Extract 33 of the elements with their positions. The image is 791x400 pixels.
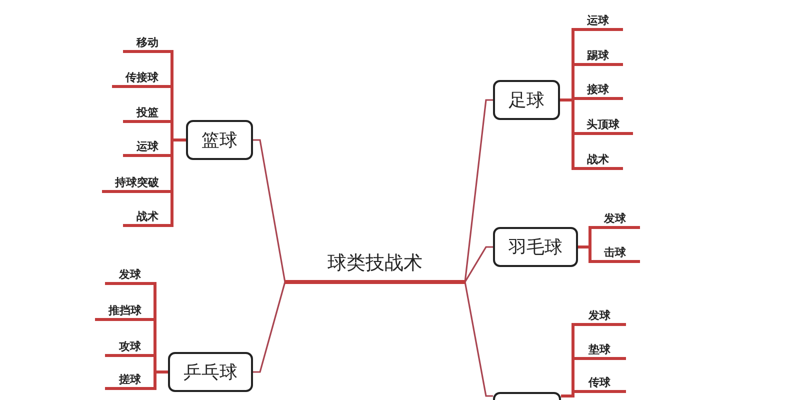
subtopic-label: 发球 <box>573 307 626 325</box>
subtopic-label: 持球突破 <box>102 174 172 192</box>
subtopic-label: 投篮 <box>123 104 172 122</box>
subtopic-label: 移动 <box>123 34 172 52</box>
subtopic-label: 运球 <box>123 138 172 156</box>
central-topic: 球类技战术 <box>285 246 465 284</box>
subtopic-label: 击球 <box>590 244 640 262</box>
subtopic-label: 头顶球 <box>573 116 633 134</box>
connector-line <box>464 99 493 282</box>
connector-line <box>253 139 286 282</box>
topic-box: 乒乓球 <box>168 352 253 392</box>
connector-line <box>105 370 168 390</box>
connector-line <box>464 282 493 397</box>
subtopic-label: 传球 <box>573 374 626 392</box>
subtopic-label: 运球 <box>573 12 623 30</box>
topic-box: 羽毛球 <box>493 227 578 267</box>
subtopic-label: 发球 <box>590 210 640 228</box>
subtopic-label: 战术 <box>123 208 172 226</box>
subtopic-label: 攻球 <box>105 338 155 356</box>
subtopic-label: 推挡球 <box>95 302 155 320</box>
subtopic-label: 发球 <box>105 266 155 284</box>
connector-line <box>253 282 286 373</box>
topic-box <box>493 392 561 400</box>
topic-box: 篮球 <box>186 120 253 160</box>
subtopic-label: 战术 <box>573 151 623 169</box>
subtopic-label: 搓球 <box>105 371 155 389</box>
topic-box: 足球 <box>493 80 560 120</box>
connector-line <box>578 246 640 263</box>
subtopic-label: 垫球 <box>573 341 626 359</box>
subtopic-label: 传接球 <box>112 69 172 87</box>
subtopic-label: 接球 <box>573 81 623 99</box>
connector-line <box>464 246 493 282</box>
subtopic-label: 踢球 <box>573 47 623 65</box>
